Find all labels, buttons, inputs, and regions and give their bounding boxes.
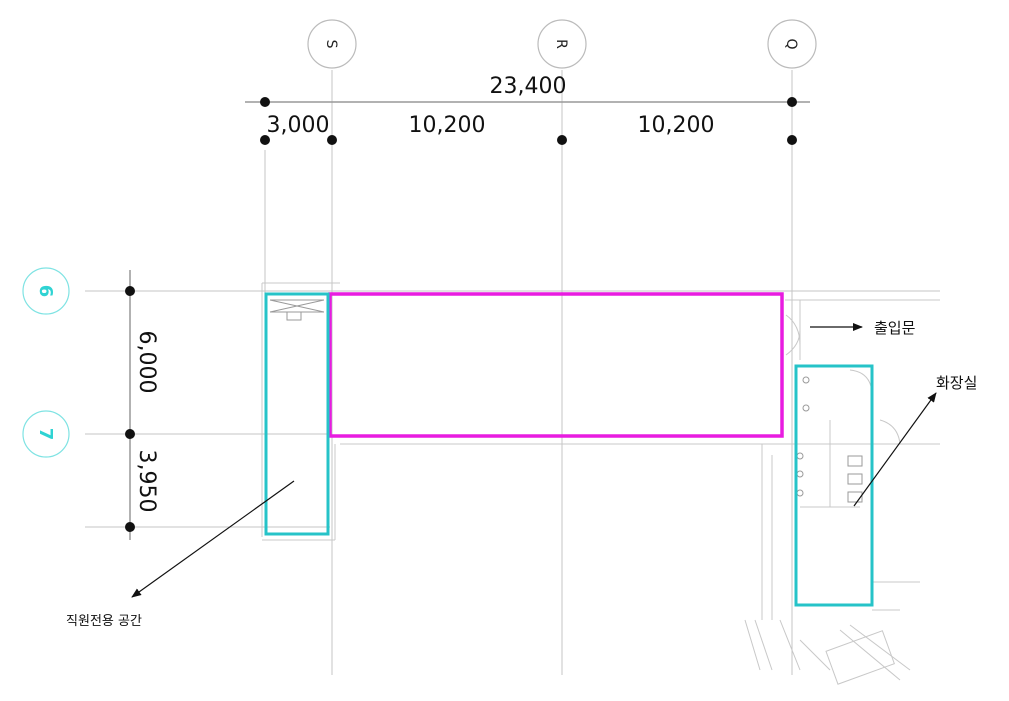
- column-label-q: Q: [783, 38, 799, 49]
- dim-node: [787, 135, 797, 145]
- segment-1-dimension: 3,000: [267, 113, 330, 138]
- column-label-r: R: [553, 39, 569, 49]
- row-label-7: 7: [35, 428, 56, 441]
- column-bubble-r: R: [537, 19, 587, 69]
- dim-node: [557, 135, 567, 145]
- column-bubble-s: S: [307, 19, 357, 69]
- staff-space-outline: [264, 292, 330, 536]
- restroom-annotation: 화장실: [853, 374, 977, 507]
- restroom-outline: [794, 364, 874, 607]
- row-bubble-6: 6: [22, 267, 70, 315]
- row-bubbles: 6 7: [22, 267, 70, 458]
- staff-room-detail: [269, 299, 325, 321]
- staff-space-annotation: 직원전용 공간: [66, 480, 295, 629]
- staff-space-label: 직원전용 공간: [66, 614, 142, 629]
- staff-space-arrow: [131, 480, 295, 598]
- left-dimensions: 6,000 3,950: [125, 270, 159, 540]
- vertical-2-dimension: 3,950: [134, 450, 159, 513]
- dim-node: [260, 135, 270, 145]
- column-bubble-q: Q: [767, 19, 817, 69]
- column-bubbles: S R Q: [307, 19, 817, 69]
- restroom-label: 화장실: [936, 374, 977, 392]
- grid-lines: [85, 70, 940, 675]
- dim-node: [327, 135, 337, 145]
- entrance-label: 출입문: [874, 319, 916, 337]
- dim-node: [125, 429, 135, 439]
- segment-3-dimension: 10,200: [638, 113, 715, 138]
- dim-node: [787, 97, 797, 107]
- dim-node: [125, 522, 135, 532]
- main-room-outline: [328, 292, 784, 438]
- row-bubble-7: 7: [22, 410, 70, 458]
- restroom-arrow: [853, 392, 937, 507]
- column-label-s: S: [323, 40, 339, 49]
- dim-node: [260, 97, 270, 107]
- wall-lines: [261, 282, 940, 685]
- dim-node: [125, 286, 135, 296]
- entrance-annotation: 출입문: [810, 319, 916, 337]
- total-width-dimension: 23,400: [490, 74, 567, 99]
- segment-2-dimension: 10,200: [409, 113, 486, 138]
- vertical-1-dimension: 6,000: [134, 331, 159, 394]
- top-dimensions: 23,400 3,000 10,200 10,200: [245, 74, 810, 145]
- row-label-6: 6: [35, 285, 56, 298]
